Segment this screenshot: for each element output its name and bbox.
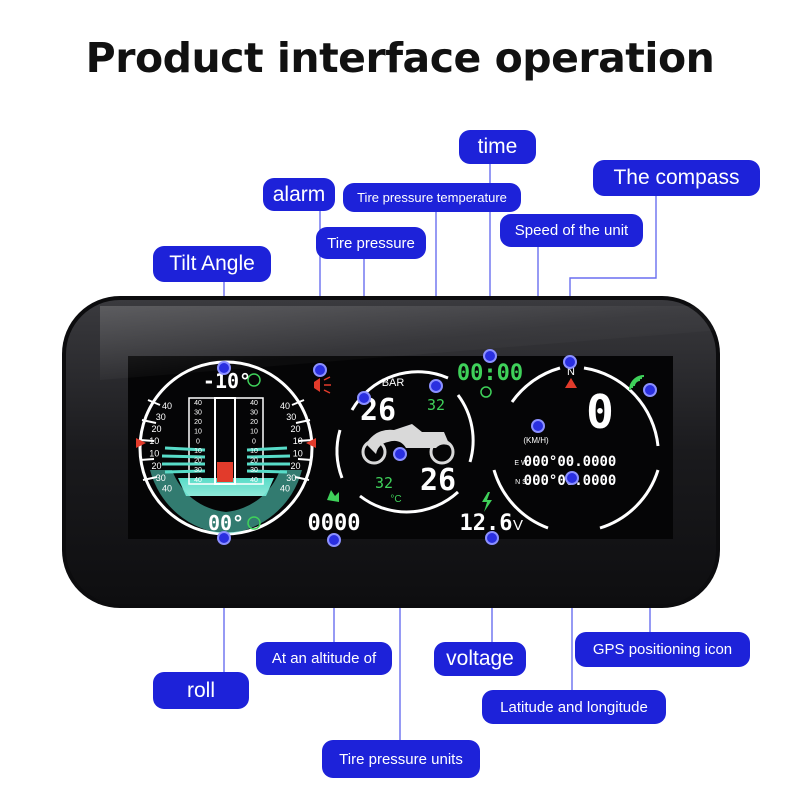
- tire-rear-temp: 32: [375, 474, 393, 492]
- callout-tire-pressure-temperature: Tire pressure temperature: [343, 183, 521, 212]
- compass-north-marker: [565, 378, 577, 388]
- callout-compass: The compass: [593, 160, 760, 196]
- bar-scale-label: 0: [252, 438, 256, 445]
- scale-label: 10: [293, 436, 303, 446]
- callout-gps-icon: GPS positioning icon: [575, 632, 750, 667]
- mountain-icon: [327, 490, 339, 502]
- bar-scale-right: 40 30 20 10 0 10 20 30 40: [250, 400, 258, 484]
- bar-scale-label: 40: [250, 477, 258, 484]
- bar-scale-label: 10: [250, 448, 258, 455]
- voltage-value: 12.6: [460, 511, 513, 536]
- callout-tilt-angle: Tilt Angle: [153, 246, 271, 282]
- scale-label: 40: [280, 484, 290, 494]
- bar-scale-left: 40 30 20 10 0 10 20 30 40: [194, 400, 202, 484]
- compass-n: N: [567, 366, 575, 378]
- tilt-lock-icon: [247, 373, 261, 387]
- callout-roll: roll: [153, 672, 249, 709]
- motorcycle-icon: [366, 424, 450, 454]
- bar-scale-label: 20: [194, 458, 202, 465]
- callout-tire-pressure: Tire pressure: [316, 227, 426, 259]
- bar-scale-label: 10: [250, 429, 258, 436]
- callout-speed: Speed of the unit: [500, 214, 643, 247]
- page-title: Product interface operation: [85, 34, 715, 82]
- bar-scale-label: 20: [250, 458, 258, 465]
- tire-front-temp: 32: [427, 396, 445, 414]
- speed-value: 0: [586, 385, 614, 439]
- callout-lat-lon: Latitude and longitude: [482, 690, 666, 724]
- temp-unit: °C: [390, 494, 401, 505]
- tire-gauge: [335, 370, 475, 514]
- bar-scale-label: 10: [194, 448, 202, 455]
- lat-value: 000°00.0000: [524, 454, 617, 470]
- bar-scale-label: 10: [194, 429, 202, 436]
- scale-label: 10: [149, 449, 159, 459]
- callout-altitude: At an altitude of: [256, 642, 392, 675]
- bar-scale-label: 30: [194, 467, 202, 474]
- callout-time: time: [459, 130, 536, 164]
- scale-label: 20: [290, 461, 300, 471]
- alarm-icon: [314, 378, 320, 392]
- scale-label: 10: [149, 436, 159, 446]
- callout-alarm: alarm: [263, 178, 335, 211]
- bar-scale-label: 30: [250, 467, 258, 474]
- scale-label: 30: [286, 412, 296, 422]
- scale-label: 20: [151, 424, 161, 434]
- scale-label: 30: [156, 412, 166, 422]
- bar-scale-label: 0: [196, 438, 200, 445]
- tire-unit-bar: BAR: [382, 377, 405, 389]
- speed-unit: (KM/H): [523, 436, 549, 445]
- bar-scale-label: 30: [250, 409, 258, 416]
- scale-label: 20: [151, 461, 161, 471]
- alarm-waves-icon: [323, 376, 331, 394]
- scale-label: 40: [162, 484, 172, 494]
- bar-scale-label: 30: [194, 409, 202, 416]
- roll-value: 00°: [208, 511, 244, 535]
- clock-icon: [480, 386, 492, 398]
- bar-scale-label: 20: [250, 419, 258, 426]
- voltage-bolt-icon: [482, 492, 492, 512]
- bar-scale-label: 40: [194, 400, 202, 407]
- scale-label: 10: [293, 449, 303, 459]
- callout-pressure-units: Tire pressure units: [322, 740, 480, 778]
- time-value: 00:00: [457, 361, 523, 386]
- bar-scale-label: 40: [250, 400, 258, 407]
- scale-label: 30: [286, 473, 296, 483]
- scale-label: 40: [162, 401, 172, 411]
- bar-scale-label: 40: [194, 477, 202, 484]
- callout-voltage: voltage: [434, 642, 526, 676]
- bar-scale-label: 20: [194, 419, 202, 426]
- tire-rear-pressure: 26: [420, 463, 456, 498]
- scale-label: 40: [280, 401, 290, 411]
- voltage-unit: V: [513, 517, 523, 534]
- gps-signal-icon: [629, 375, 645, 391]
- roll-lock-icon: [247, 516, 261, 530]
- scale-label: 20: [290, 424, 300, 434]
- altitude-value: 0000: [308, 511, 361, 536]
- compass-gauge: [492, 366, 660, 530]
- scale-label: 30: [156, 473, 166, 483]
- lat-dir: E W: [514, 460, 528, 467]
- lon-dir: N S: [515, 479, 527, 486]
